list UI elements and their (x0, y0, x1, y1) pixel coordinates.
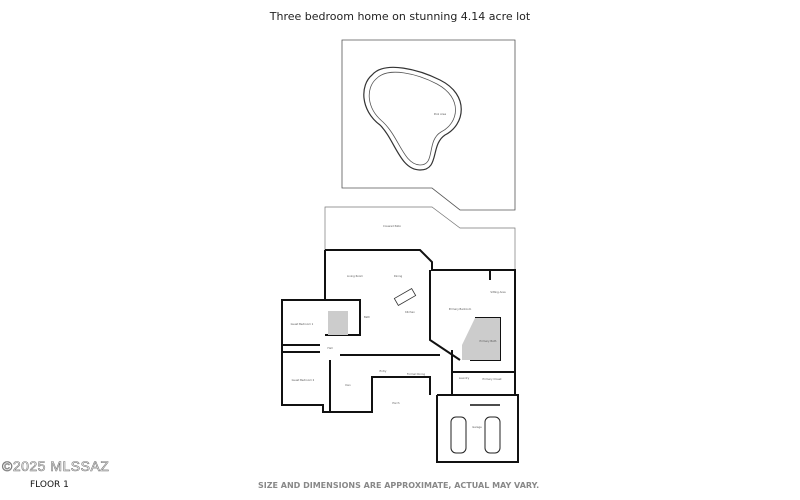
svg-text:Bath: Bath (364, 315, 370, 319)
svg-text:Covered Patio: Covered Patio (383, 224, 401, 228)
svg-text:Pool Area: Pool Area (434, 112, 447, 116)
garage-cars (450, 416, 501, 454)
floor-label: FLOOR 1 (30, 480, 69, 490)
svg-text:Laundry: Laundry (459, 376, 470, 380)
svg-text:Living Room: Living Room (347, 274, 363, 278)
bath-floor (328, 311, 348, 335)
svg-text:Hall: Hall (328, 346, 333, 350)
room-labels: Pool Area Covered Patio Living Room Dini… (291, 112, 506, 429)
svg-text:Guest Bedroom 2: Guest Bedroom 2 (292, 378, 315, 382)
primary-bath-floor (462, 318, 500, 360)
pool-area (341, 39, 516, 211)
kitchen-island (393, 287, 417, 307)
svg-text:Den: Den (345, 383, 351, 387)
svg-text:Formal Dining: Formal Dining (407, 372, 425, 376)
plan-title: Three bedroom home on stunning 4.14 acre… (269, 10, 531, 23)
svg-text:Primary Bath: Primary Bath (480, 339, 497, 343)
svg-text:Kitchen: Kitchen (405, 310, 415, 314)
svg-text:Sitting Area: Sitting Area (490, 290, 506, 294)
watermark: ©2025 MLSSAZ (2, 458, 110, 475)
svg-text:Primary Bedroom: Primary Bedroom (449, 307, 472, 311)
svg-text:Dining: Dining (394, 274, 403, 278)
disclaimer: SIZE AND DIMENSIONS ARE APPROXIMATE, ACT… (258, 481, 540, 490)
svg-text:Guest Bedroom 1: Guest Bedroom 1 (291, 322, 314, 326)
svg-text:Primary Closet: Primary Closet (483, 377, 502, 381)
svg-text:Entry: Entry (380, 369, 387, 373)
svg-text:Garage: Garage (472, 425, 482, 429)
covered-patio (324, 206, 516, 290)
svg-text:Porch: Porch (392, 401, 399, 405)
